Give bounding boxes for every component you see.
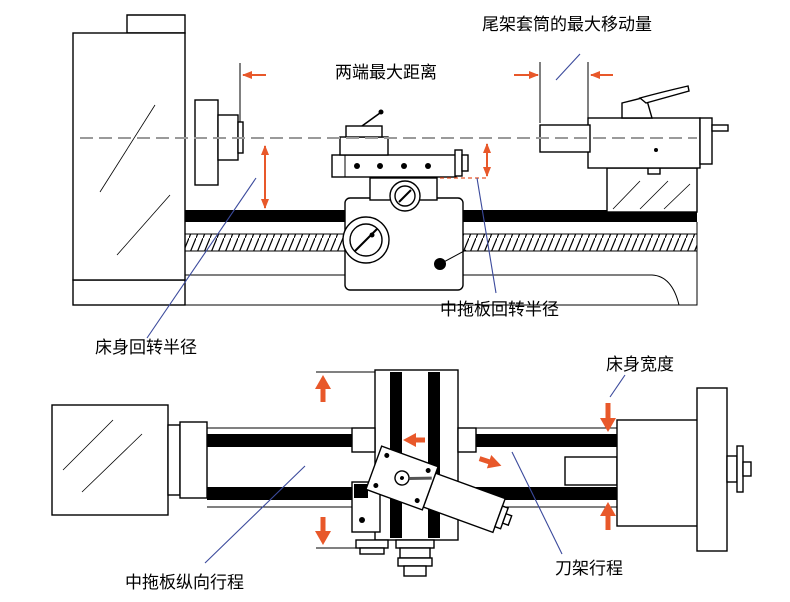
headstock-top-view: [51, 404, 208, 516]
compound-rest-bolt: [425, 163, 431, 169]
arrow-shape: [478, 455, 502, 469]
carriage-handwheel-hub: [359, 547, 385, 555]
label-bed-width: 床身宽度: [606, 355, 674, 375]
label-bed-swing: 床身回转半径: [95, 338, 197, 358]
bed-width-arrow-down: [600, 403, 616, 432]
headstock-reflection: [99, 104, 156, 193]
tool-post-base: [339, 136, 389, 156]
carriage-top-view: [351, 369, 513, 577]
tool-post-travel-arrow-right: [478, 455, 502, 469]
saddle-wing: [457, 427, 477, 453]
tailstock-base-reflection: [612, 180, 641, 210]
leader-cross-slide-swing: [476, 177, 497, 294]
half-nut-lever-arm: [439, 249, 467, 265]
tailstock-mark: [654, 148, 658, 152]
apron-bolt: [359, 517, 365, 523]
carriage-travel-arrow-up: [315, 375, 331, 402]
tool-post-pivot-center: [400, 476, 404, 480]
tailstock-base-reflection: [663, 183, 691, 210]
carriage-handwheel-spoke: [354, 228, 378, 252]
tailstock-handwheel: [696, 387, 728, 552]
chuck-flange: [167, 424, 181, 496]
tailstock-body: [587, 117, 701, 169]
tailstock-handwheel-knob: [742, 461, 752, 477]
bed-width-arrow-up: [600, 502, 616, 530]
tailstock-handwheel-rod: [726, 455, 738, 483]
leader-quill-travel: [555, 53, 581, 81]
top-view: 床身宽度 中拖板纵向行程 刀架行程: [51, 355, 752, 593]
tool-post-travel-arrow-left: [403, 433, 425, 447]
label-cross-slide-swing: 中拖板回转半径: [440, 300, 559, 320]
side-view: 尾架套筒的最大移动量 两端最大距离 中拖板回转半径 床身回转半径: [72, 14, 729, 358]
saddle-wing: [351, 427, 376, 453]
carriage-handwheel: [355, 539, 389, 549]
compound-rest-bolt: [401, 163, 407, 169]
quill-lock-lever: [638, 85, 690, 104]
tool-post-clamp-lever: [409, 476, 432, 481]
tailstock: [539, 85, 729, 213]
compound-rest-bolt: [354, 163, 360, 169]
leader-bed-width: [609, 374, 626, 398]
tailstock-body: [616, 419, 700, 527]
leader-carriage-travel: [204, 465, 306, 564]
tool-post-rotated: [365, 445, 513, 534]
headstock-body: [51, 404, 169, 516]
tailstock-handwheel-rod: [711, 124, 729, 132]
bed-foot-line: [185, 274, 680, 306]
tailstock-base: [606, 167, 698, 213]
headstock-reflection: [116, 194, 171, 256]
label-tailstock-quill-travel: 尾架套筒的最大移动量: [482, 15, 652, 35]
headstock-reflection: [81, 433, 143, 493]
label-carriage-travel: 中拖板纵向行程: [125, 573, 244, 593]
carriage-travel-arrow-down: [315, 517, 331, 545]
tool-post-knob-end: [501, 512, 513, 527]
cross-slide-dial-mark: [398, 189, 412, 203]
carriage: [331, 109, 469, 291]
headstock-reflection: [62, 419, 114, 471]
headstock-body: [72, 32, 186, 281]
label-distance-between-centers: 两端最大距离: [335, 63, 437, 83]
tool-post-bolt: [425, 467, 431, 473]
chuck-flange: [194, 99, 219, 186]
tool-post-lever-knob: [378, 109, 384, 115]
tailstock-base-reflection: [639, 180, 669, 210]
cross-slide-handwheel: [395, 539, 435, 549]
tool-post-bolt: [384, 452, 390, 458]
compound-rest: [331, 154, 457, 178]
tool-post: [345, 125, 383, 138]
headstock: [72, 14, 186, 306]
leader-bed-swing: [146, 177, 257, 339]
tailstock-handwheel-hub: [736, 445, 744, 493]
compound-rest-bolt: [377, 163, 383, 169]
dimension-distance-between-centers: [239, 62, 613, 123]
carriage-handwheel-knob: [369, 232, 375, 238]
tailstock-handwheel: [699, 117, 713, 165]
tailstock-top-view: [564, 387, 752, 552]
tool-post-lever: [361, 112, 381, 127]
chuck-body: [179, 421, 208, 499]
tailstock-quill: [564, 456, 618, 486]
label-tool-post-travel: 刀架行程: [555, 559, 623, 579]
cross-slide-handwheel-knob: [403, 565, 427, 577]
apron-lever: [354, 484, 368, 498]
headstock-top: [126, 14, 186, 34]
cross-slide-handwheel-hub: [399, 547, 431, 559]
tailstock-notch: [647, 167, 661, 175]
headstock-base: [72, 279, 186, 306]
tool-post-bolt: [373, 483, 379, 489]
cross-slide-handle: [454, 149, 463, 177]
cross-slide-handwheel-rim: [397, 557, 433, 567]
cross-slide-handle-end: [461, 154, 469, 172]
tool-post-bolt: [414, 498, 420, 504]
chuck: [194, 99, 244, 186]
leader-tool-post-travel: [511, 451, 563, 555]
